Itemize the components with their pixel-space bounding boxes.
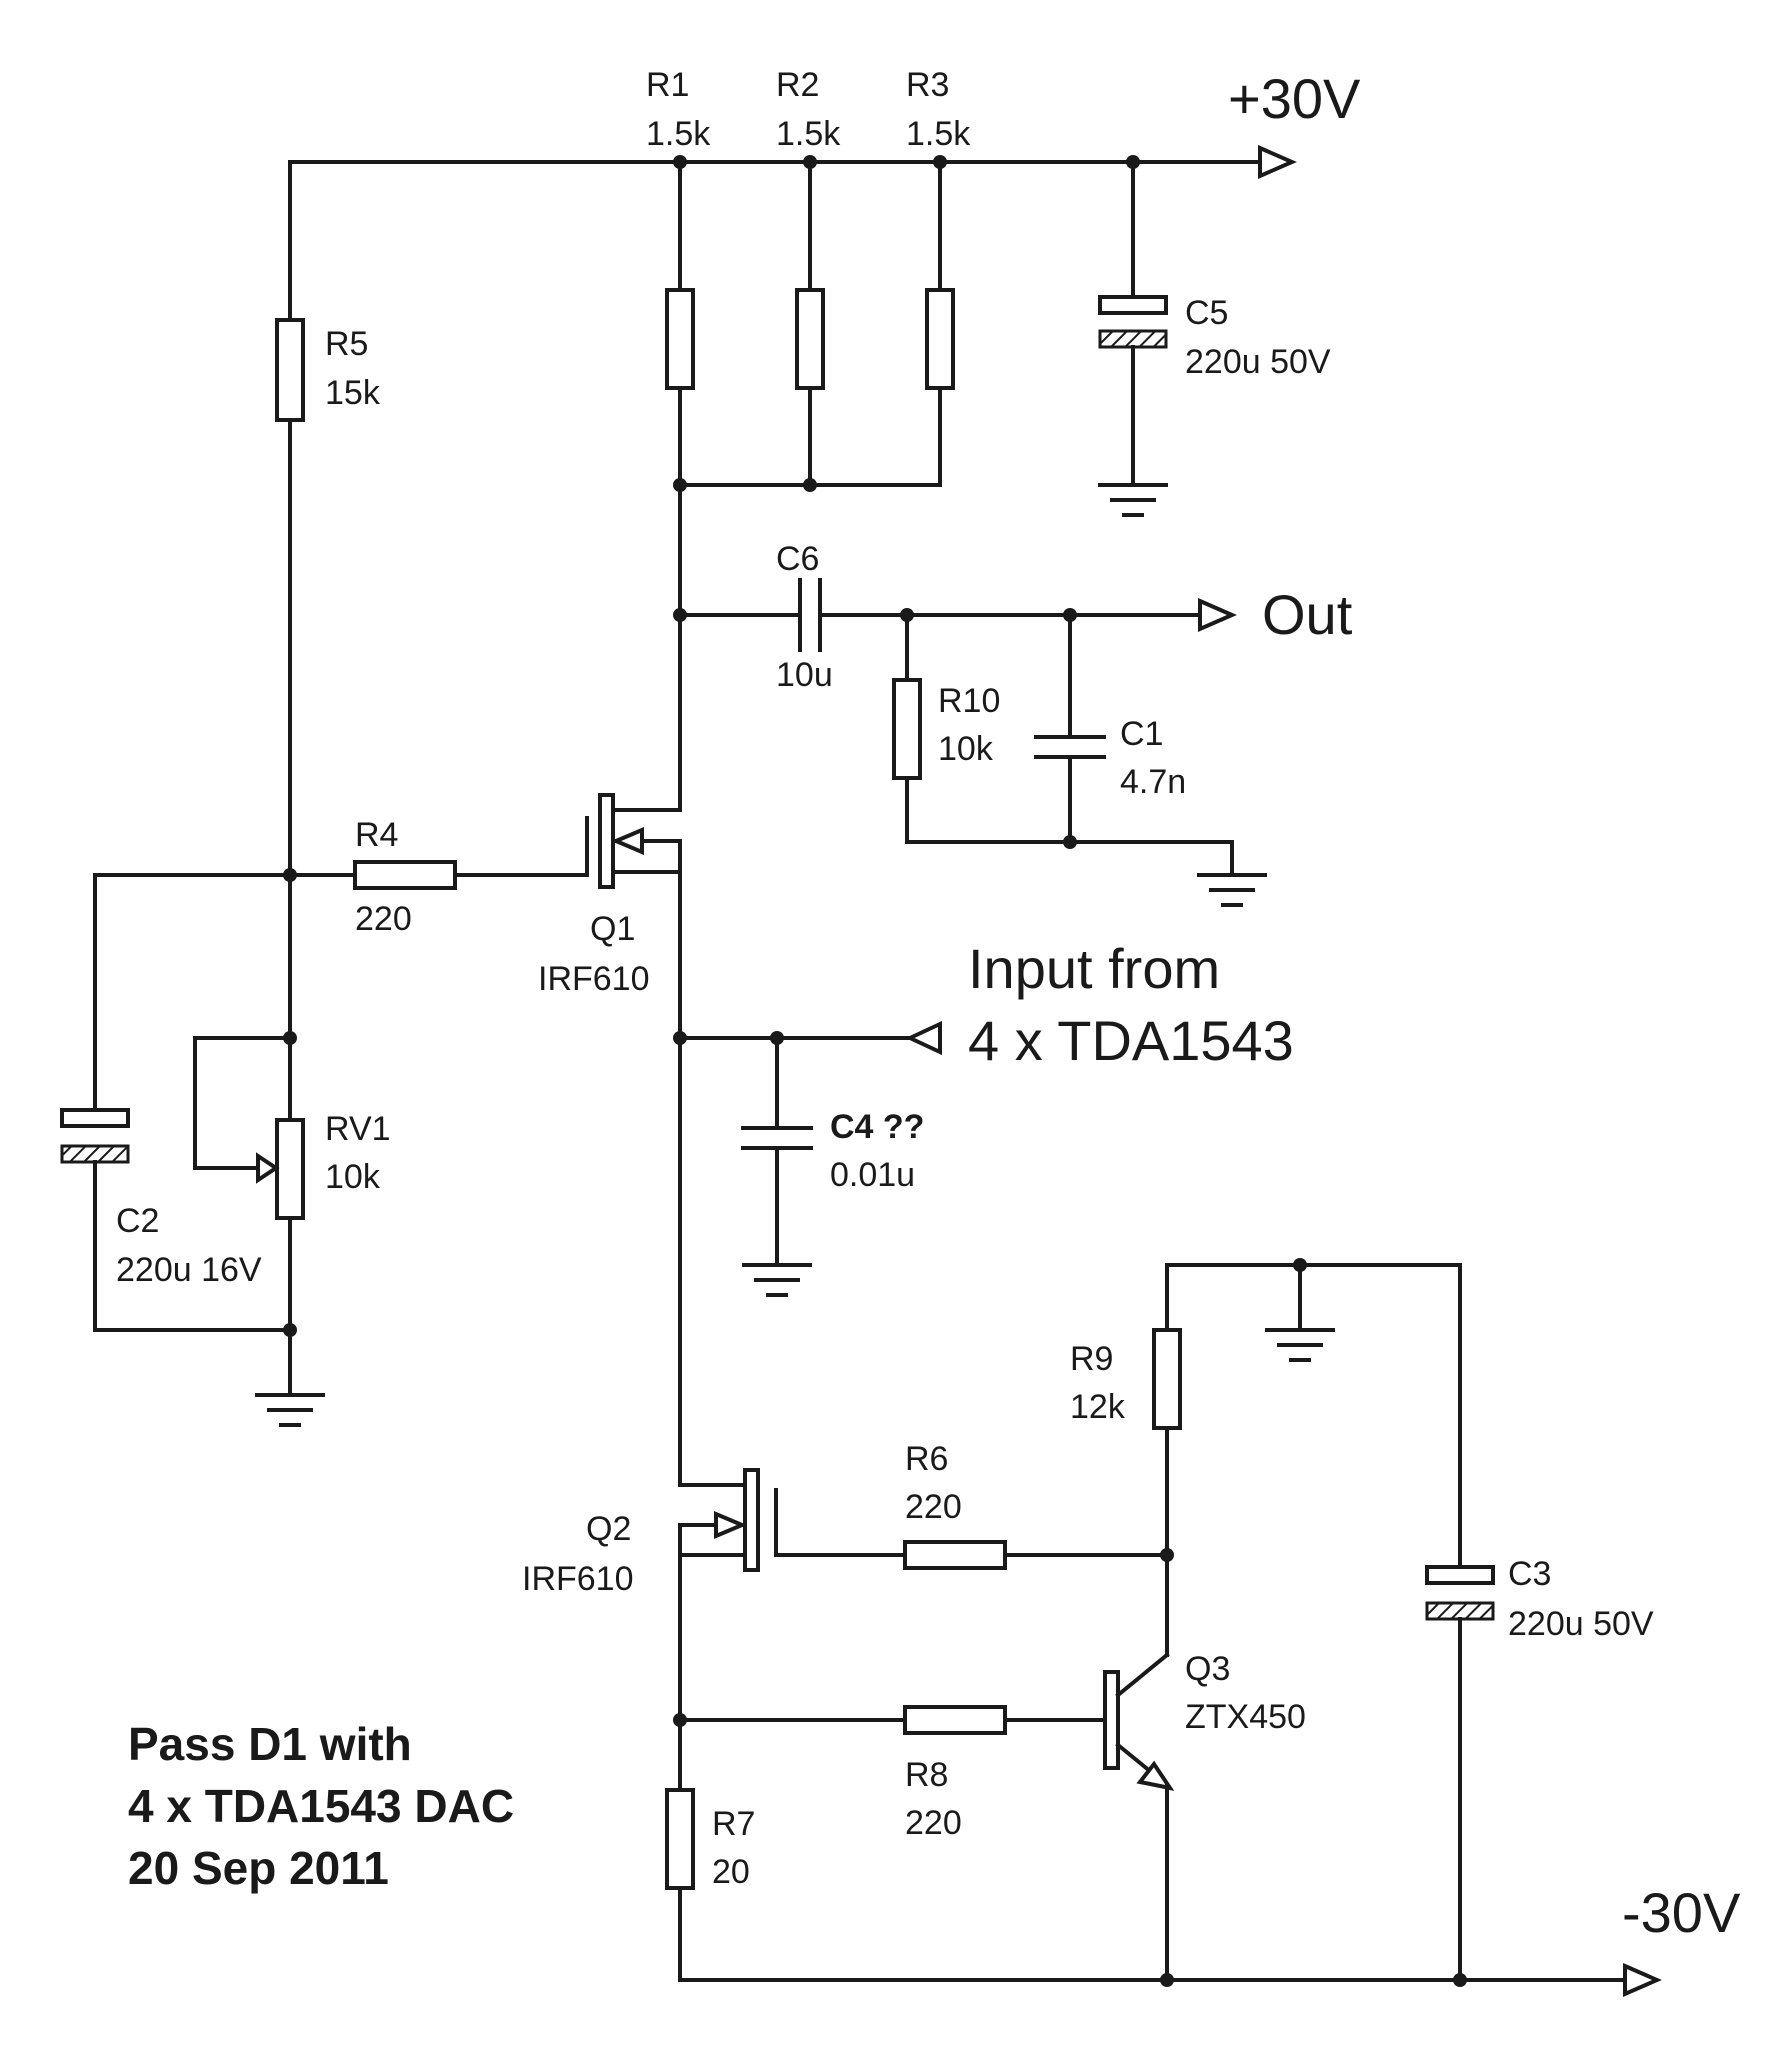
- junction-dot: [803, 155, 817, 169]
- resistor-r5: [275, 160, 305, 872]
- resistor-r9: [1152, 1263, 1462, 1657]
- junction-dot: [283, 1323, 297, 1337]
- c2-value: 220u 16V: [116, 1251, 262, 1289]
- rv1-value: 10k: [325, 1158, 381, 1196]
- r9-value: 12k: [1070, 1388, 1126, 1426]
- c6-value: 10u: [776, 656, 833, 694]
- junction-dot: [1293, 1258, 1307, 1272]
- r2-ref: R2: [776, 66, 819, 104]
- mosfet-q2: [678, 1468, 907, 1572]
- negative-rail-label: -30V: [1622, 1881, 1741, 1944]
- r9-ref: R9: [1070, 1340, 1113, 1378]
- mosfet-q1: [585, 793, 682, 889]
- positive-rail-label: +30V: [1228, 67, 1361, 130]
- junction-dot: [770, 1031, 784, 1045]
- r2-value: 1.5k: [776, 115, 841, 153]
- r5-ref: R5: [325, 325, 368, 363]
- potentiometer-rv1: [193, 873, 305, 1397]
- q3-value: ZTX450: [1185, 1698, 1306, 1736]
- r3-ref: R3: [906, 66, 949, 104]
- resistor-r1: [665, 160, 695, 487]
- capacitor-c4: [741, 1036, 813, 1267]
- r8-value: 220: [905, 1804, 962, 1842]
- capacitor-c6: [678, 578, 1237, 652]
- capacitor-c5: [1098, 160, 1168, 487]
- ground-symbol: [1265, 1328, 1335, 1362]
- q2-ref: Q2: [586, 1510, 631, 1548]
- junction-dot: [900, 608, 914, 622]
- q3-ref: Q3: [1185, 1650, 1230, 1688]
- resistor-r8: [678, 1705, 1107, 1735]
- ground-symbol: [255, 1393, 325, 1427]
- junction-dot: [673, 478, 687, 492]
- c3-value: 220u 50V: [1508, 1605, 1654, 1643]
- r10-ref: R10: [938, 682, 1000, 720]
- r6-value: 220: [905, 1488, 962, 1526]
- junction-dot: [1063, 835, 1077, 849]
- resistor-r2: [795, 160, 825, 487]
- junction-dot: [673, 155, 687, 169]
- q2-value: IRF610: [522, 1560, 634, 1598]
- positive-rail: [288, 144, 1297, 180]
- q1-value: IRF610: [538, 960, 650, 998]
- output-label: Out: [1262, 583, 1353, 646]
- r3-value: 1.5k: [906, 115, 971, 153]
- junction-dot: [1126, 155, 1140, 169]
- r10-value: 10k: [938, 730, 994, 768]
- ground-symbol: [742, 1263, 812, 1297]
- r7-ref: R7: [712, 1805, 755, 1843]
- junction-dot: [1453, 1973, 1467, 1987]
- r1-ref: R1: [646, 66, 689, 104]
- r8-ref: R8: [905, 1756, 948, 1794]
- title-line2: 4 x TDA1543 DAC: [128, 1780, 514, 1832]
- c6-ref: C6: [776, 540, 819, 578]
- junction-dots: [283, 155, 1467, 1987]
- c3-ref: C3: [1508, 1555, 1551, 1593]
- junction-dot: [1063, 608, 1077, 622]
- capacitor-c2: [60, 873, 292, 1332]
- resistor-r6: [903, 1540, 1169, 1570]
- r6-ref: R6: [905, 1440, 948, 1478]
- c5-ref: C5: [1185, 294, 1228, 332]
- junction-dot: [283, 868, 297, 882]
- c5-value: 220u 50V: [1185, 343, 1331, 381]
- title-line1: Pass D1 with: [128, 1718, 412, 1770]
- transistor-q3: [1103, 1652, 1175, 1982]
- r7-value: 20: [712, 1853, 750, 1891]
- input-label-line1: Input from: [968, 937, 1220, 1000]
- r5-value: 15k: [325, 374, 381, 412]
- ground-symbol: [1098, 483, 1168, 517]
- negative-rail: [678, 1962, 1662, 1998]
- title-line3: 20 Sep 2011: [128, 1842, 389, 1894]
- junction-dot: [1160, 1973, 1174, 1987]
- rv1-ref: RV1: [325, 1110, 391, 1148]
- junction-dot: [673, 1031, 687, 1045]
- junction-dot: [933, 155, 947, 169]
- junction-dot: [1160, 1548, 1174, 1562]
- r4-value: 220: [355, 900, 412, 938]
- input-port: [678, 1020, 942, 1056]
- junction-dot: [283, 1031, 297, 1045]
- junction-dot: [803, 478, 817, 492]
- ground-symbol: [1197, 873, 1267, 907]
- r1-value: 1.5k: [646, 115, 711, 153]
- q1-ref: Q1: [590, 910, 635, 948]
- c2-ref: C2: [116, 1202, 159, 1240]
- capacitor-c3: [1425, 1263, 1495, 1982]
- junction-dot: [673, 1713, 687, 1727]
- resistor-r7: [665, 1788, 695, 1982]
- input-label-line2: 4 x TDA1543: [968, 1009, 1294, 1072]
- c4-value: 0.01u: [830, 1156, 915, 1194]
- c4-ref: C4 ??: [830, 1108, 924, 1146]
- capacitor-c1: [1034, 613, 1106, 844]
- junction-dot: [673, 608, 687, 622]
- c1-value: 4.7n: [1120, 763, 1186, 801]
- r4-ref: R4: [355, 816, 398, 854]
- c1-ref: C1: [1120, 715, 1163, 753]
- resistor-r3: [925, 160, 955, 487]
- resistor-r4: [93, 860, 589, 890]
- resistor-r10: [892, 613, 922, 844]
